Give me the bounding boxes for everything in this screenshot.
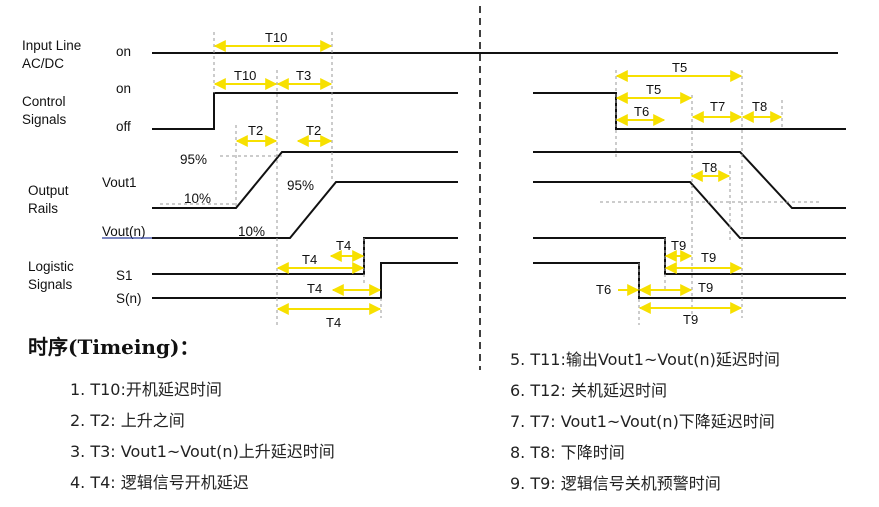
pct10-label-vout1: 10% — [184, 191, 211, 206]
legend-item-5: 5. T11:输出Vout1~Vout(n)延迟时间 — [510, 350, 780, 369]
control-trace-right — [533, 92, 846, 130]
legend-item-2: 2. T2: 上升之间 — [70, 411, 185, 430]
input-line-label-2: AC/DC — [22, 56, 64, 71]
t6-label-2: T6 — [596, 282, 611, 297]
t9-label-2: T9 — [701, 250, 716, 265]
t7-label: T7 — [710, 99, 725, 114]
logistic-label-2: Signals — [28, 277, 73, 292]
legend-item-4: 4. T4: 逻辑信号开机延迟 — [70, 473, 249, 492]
control-label-2: Signals — [22, 112, 67, 127]
voutn-trace-right — [533, 181, 846, 239]
control-trace-left — [152, 92, 458, 130]
pct10-label-voutn: 10% — [238, 224, 265, 239]
t4-label-2: T4 — [302, 252, 317, 267]
pct95-label-vout1: 95% — [180, 152, 207, 167]
control-label-1: Control — [22, 94, 66, 109]
t4-label-3: T4 — [307, 281, 322, 296]
t4-label-4: T4 — [326, 315, 341, 330]
vout1-trace-left — [152, 151, 458, 209]
t2-label-2: T2 — [306, 123, 321, 138]
t4-label-1: T4 — [336, 238, 351, 253]
t10-label: T10 — [234, 68, 256, 83]
input-line-label-1: Input Line — [22, 38, 81, 53]
t3-label: T3 — [296, 68, 311, 83]
output-label-2: Rails — [28, 201, 58, 216]
sn-trace-left — [152, 262, 458, 299]
vout1-trace-right — [533, 151, 846, 209]
t6-label-1: T6 — [634, 104, 649, 119]
t8-label-1: T8 — [752, 99, 767, 114]
s1-label: S1 — [116, 268, 133, 283]
legend-item-8: 8. T8: 下降时间 — [510, 443, 625, 462]
t5-label-2: T5 — [646, 82, 661, 97]
legend-item-9: 9. T9: 逻辑信号关机预警时间 — [510, 474, 721, 493]
voutn-trace-left — [152, 181, 458, 239]
legend-item-3: 3. T3: Vout1~Vout(n)上升延迟时间 — [70, 442, 335, 461]
legend-item-1: 1. T10:开机延迟时间 — [70, 380, 222, 399]
control-on-label: on — [116, 81, 131, 96]
input-on-label: on — [116, 44, 131, 59]
legend-item-7: 7. T7: Vout1~Vout(n)下降延迟时间 — [510, 412, 775, 431]
control-off-label: off — [116, 119, 131, 134]
t8-label-2: T8 — [702, 160, 717, 175]
output-label-1: Output — [28, 183, 69, 198]
t2-label-1: T2 — [248, 123, 263, 138]
t9-label-4: T9 — [683, 312, 698, 327]
t5-label-1: T5 — [672, 60, 687, 75]
legend-item-6: 6. T12: 关机延迟时间 — [510, 381, 667, 400]
pct95-label-voutn: 95% — [287, 178, 314, 193]
voutn-label: Vout(n) — [102, 224, 146, 239]
sn-label: S(n) — [116, 291, 142, 306]
legend-title: 时序(Timeing)： — [28, 335, 199, 359]
t9-label-3: T9 — [698, 280, 713, 295]
t10-label-top: T10 — [265, 30, 287, 45]
logistic-label-1: Logistic — [28, 259, 74, 274]
vout1-label: Vout1 — [102, 175, 137, 190]
t9-label-1: T9 — [671, 238, 686, 253]
